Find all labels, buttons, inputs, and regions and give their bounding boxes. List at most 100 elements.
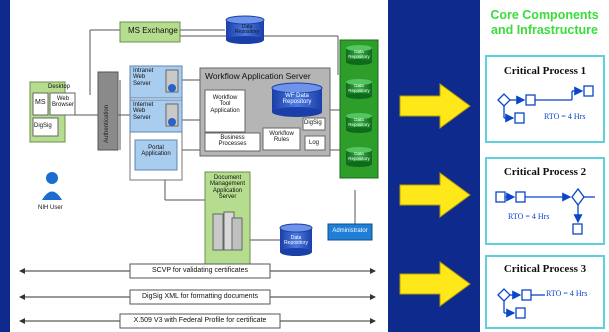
green-repo-label-1: Data Repository (346, 49, 372, 59)
yellow-arrow-1 (399, 83, 471, 129)
data-repository-top-line-1: Data (241, 24, 253, 30)
digsig-xml-box (129, 289, 271, 305)
digsig-box (32, 117, 59, 137)
data-repository-top-label: Data Repository (230, 24, 264, 36)
green-repo-label-4: Data Repository (346, 151, 372, 161)
wf-data-repository-icon (271, 82, 323, 117)
web-browser-box (49, 92, 76, 116)
dms-label: Document Management Application Server (205, 175, 250, 200)
data-repository-bottom-line-1: Data (290, 235, 302, 241)
digsig-wf-box (302, 117, 326, 131)
architecture-panel (10, 0, 388, 332)
administrator-box (327, 223, 373, 241)
wf-data-repo-line-1: WF Data (285, 93, 309, 99)
intranet-line-1: Intranet (133, 68, 154, 74)
yellow-arrow-2 (399, 172, 471, 218)
green-repo-2-line-1: Data (354, 83, 364, 88)
internet-line-2: Web (133, 108, 146, 115)
yellow-arrow-3 (399, 261, 471, 307)
x509-box (119, 313, 281, 329)
wf-tool-line-1: Workflow (212, 95, 238, 101)
internet-server-icon (165, 103, 179, 127)
internet-web-server-label: Internet Web Server (133, 102, 153, 121)
web-browser-line-2: Browser (51, 102, 74, 109)
green-repo-1-line-1: Data (354, 49, 364, 54)
web-browser-line-1: Web (56, 96, 70, 102)
wf-data-repo-label: WF Data Repository (272, 93, 322, 106)
ms-label: MS (35, 99, 46, 106)
wf-tool-line-3: Application (210, 107, 240, 114)
log-box (304, 135, 326, 151)
dms-line-1: Document (213, 175, 242, 181)
workflow-rules-line-1: Workflow (269, 131, 294, 137)
green-repo-icon-3 (346, 113, 372, 133)
ms-box (32, 92, 49, 116)
dms-line-4: Server (218, 193, 237, 200)
flow-2 (495, 187, 595, 235)
business-line-2: Processes (218, 141, 247, 148)
critical-process-2-title: Critical Process 2 (503, 166, 587, 178)
green-repo-2-line-2: Repository (348, 87, 370, 93)
digsig-wf-label: DigSig (304, 120, 322, 126)
business-processes-label: Business Processes (205, 135, 260, 148)
administrator-label: Administrator (332, 228, 368, 234)
dms-line-2: Management (209, 181, 246, 188)
core-title-line-1: Core Components (490, 8, 599, 22)
internet-line-1: Internet (133, 102, 154, 108)
data-repository-bottom-line-2: Repository (284, 240, 308, 247)
protocol-scvp-label: SCVP for validating certificates (152, 267, 248, 274)
green-repo-icon-4 (346, 147, 372, 167)
green-repo-1-line-2: Repository (348, 53, 370, 59)
data-repository-bottom-label: Data Repository (280, 235, 312, 247)
data-repository-top-icon (225, 15, 265, 44)
business-line-1: Business (220, 135, 245, 141)
critical-process-1-title: Critical Process 1 (503, 65, 587, 77)
portal-line-2: Application (141, 151, 171, 158)
green-repo-icon-2 (346, 79, 372, 99)
authentication-bar (97, 71, 119, 151)
green-repo-4-line-1: Data (354, 151, 364, 156)
green-repo-3-line-2: Repository (348, 121, 370, 127)
business-processes-box (204, 132, 261, 152)
dms-server-icon (212, 211, 243, 251)
authentication-label: Authentication (104, 104, 110, 143)
portal-application-box (134, 139, 178, 171)
wf-app-server-label: Workflow Application Server (205, 71, 311, 81)
critical-process-1-rto: RTO = 4 Hrs (544, 112, 586, 121)
critical-process-3-rto: RTO = 4 Hrs (546, 289, 588, 298)
flow-1 (497, 85, 594, 124)
portal-line-1: Portal (148, 145, 164, 151)
workflow-rules-line-2: Rules (273, 137, 290, 144)
nih-user-label: NIH User (38, 205, 63, 211)
critical-process-2-box (485, 157, 605, 245)
green-repo-label-2: Data Repository (346, 83, 372, 93)
core-title: Core Components and Infrastructure (480, 8, 609, 38)
wf-tool-line-2: Tool (219, 101, 231, 108)
critical-process-3-title: Critical Process 3 (503, 263, 587, 275)
intranet-server-icon (165, 69, 179, 93)
ms-exchange-box (119, 21, 181, 43)
wf-data-repo-line-2: Repository (282, 99, 312, 106)
critical-process-2-rto: RTO = 4 Hrs (508, 212, 550, 221)
workflow-rules-label: Workflow Rules (263, 131, 300, 144)
data-repository-top-line-2: Repository (235, 29, 259, 36)
core-title-line-2: and Infrastructure (491, 23, 598, 37)
dms-line-3: Application (212, 187, 243, 194)
desktop-label: Desktop (48, 84, 71, 90)
portal-application-label: Portal Application (135, 145, 177, 158)
green-repo-label-3: Data Repository (346, 117, 372, 127)
ms-exchange-label: MS Exchange (128, 26, 178, 35)
protocol-digsig-xml-label: DigSig XML for formatting documents (141, 293, 259, 300)
intranet-line-3: Server (133, 80, 151, 87)
green-repo-4-line-2: Repository (348, 155, 370, 161)
protocol-x509-label: X.509 V3 with Federal Profile for certif… (133, 317, 267, 324)
scvp-box (129, 263, 271, 279)
digsig-left-label: DigSig (34, 123, 52, 129)
user-icon (42, 172, 62, 200)
wf-tool-app-label: Workflow Tool Application (205, 95, 245, 114)
workflow-tool-app-box (204, 89, 246, 133)
flow-3 (497, 288, 545, 319)
data-repository-bottom-icon (279, 223, 313, 256)
